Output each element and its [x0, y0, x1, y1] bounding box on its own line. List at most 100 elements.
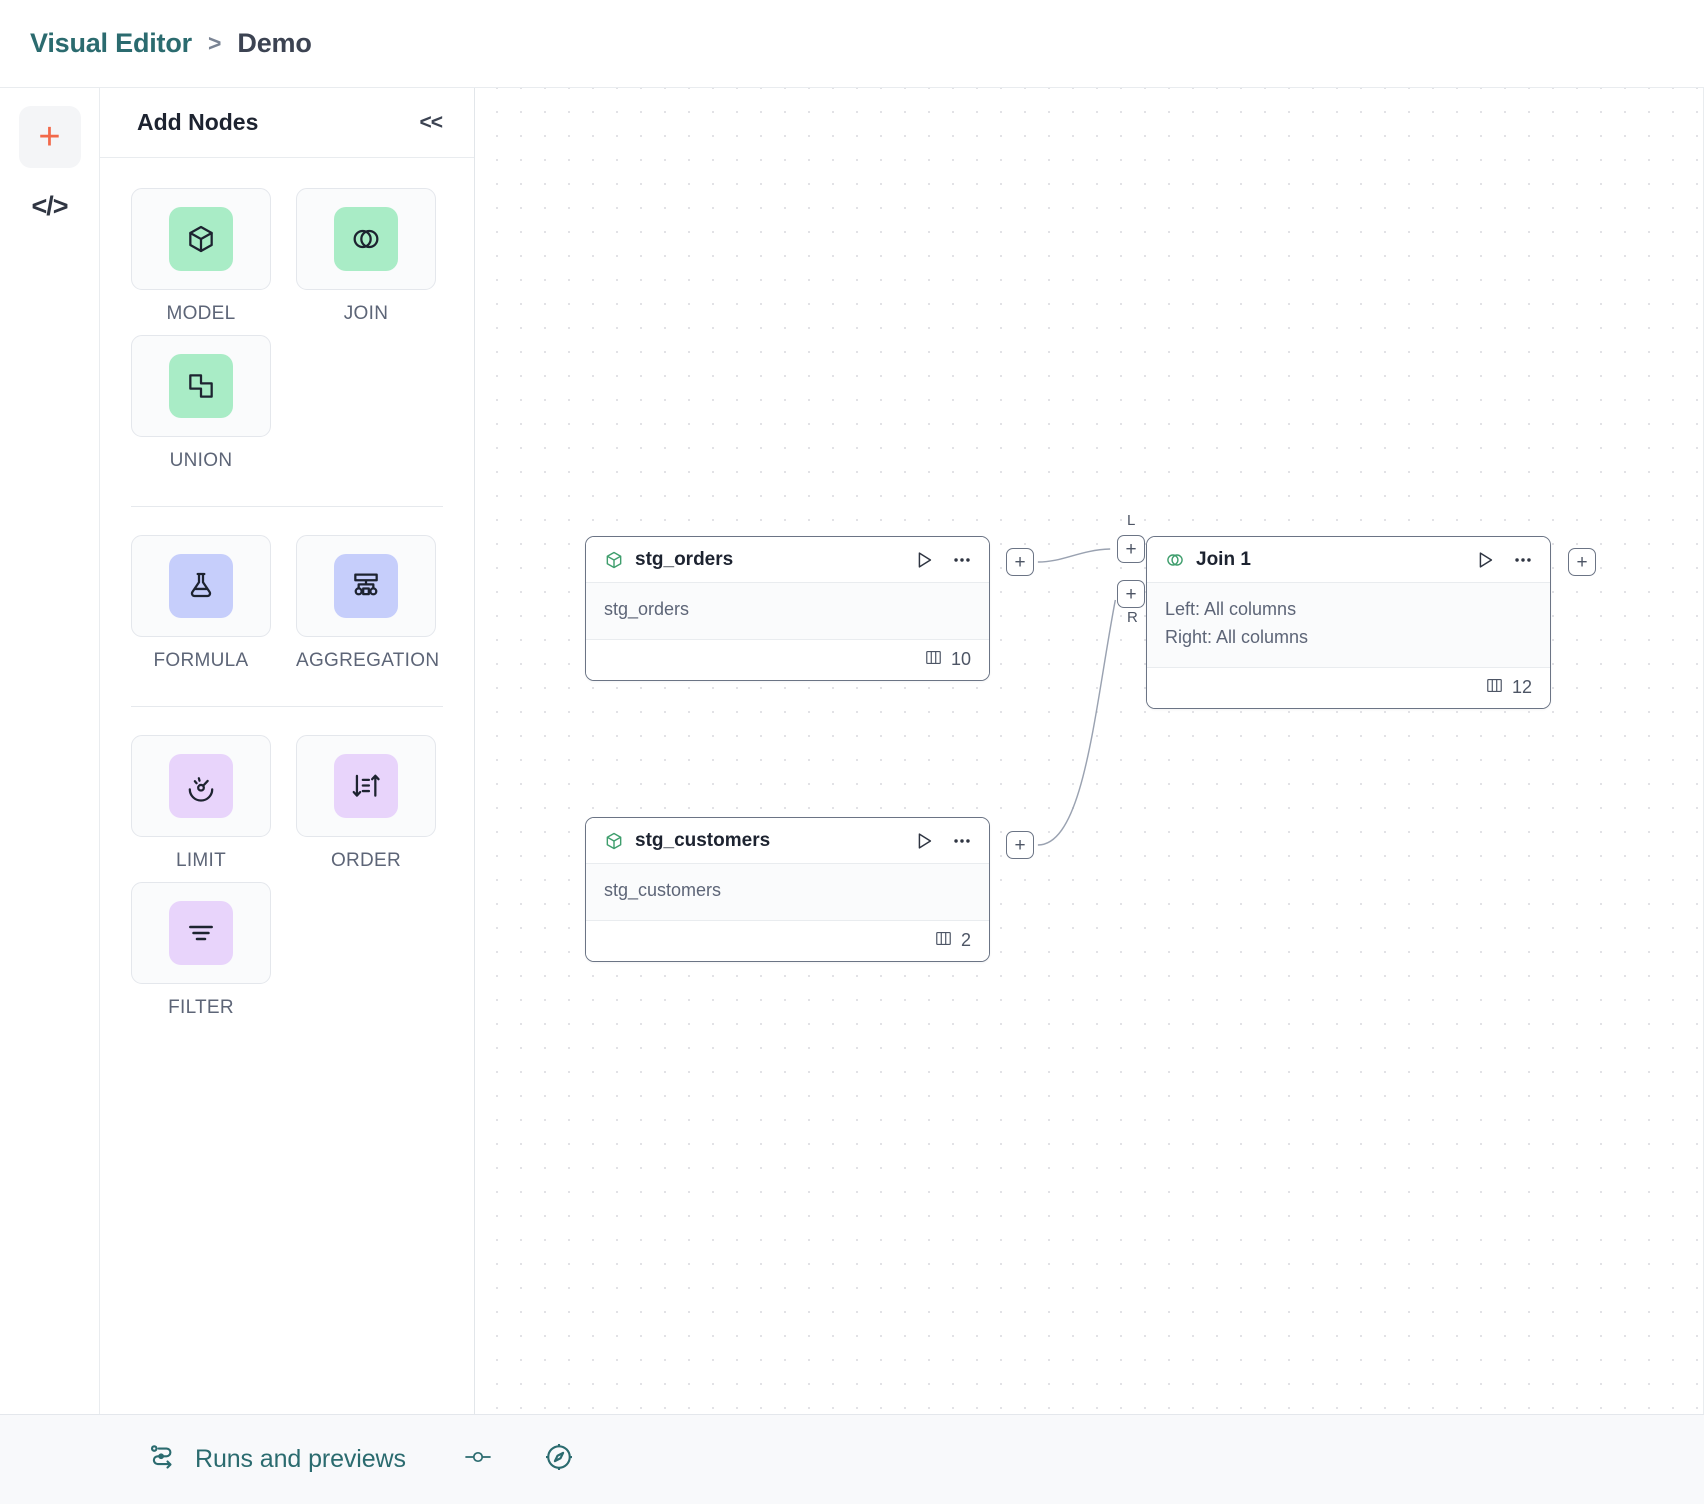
flow-canvas[interactable]: stg_orders stg_orders 10 [475, 88, 1704, 1414]
node-title: Join 1 [1196, 548, 1251, 570]
columns-icon [924, 648, 943, 672]
join-node-tile-button[interactable] [296, 188, 436, 290]
union-shapes-icon [169, 354, 233, 418]
app-header: Visual Editor > Demo [0, 0, 1704, 88]
play-icon[interactable] [1474, 549, 1496, 571]
collapse-panel-button[interactable]: << [419, 110, 443, 134]
aggregation-tree-icon [334, 554, 398, 618]
breadcrumb-current-page: Demo [237, 28, 312, 58]
cube-icon [604, 550, 624, 570]
edge-customers-to-join-right [1037, 599, 1117, 846]
node-body-line: Right: All columns [1165, 626, 1309, 647]
funnel-lines-icon [169, 901, 233, 965]
union-node-tile-button[interactable] [131, 335, 271, 437]
node-body-line: stg_customers [604, 880, 722, 900]
node-tile-label: AGGREGATION [296, 650, 440, 671]
preview-toggle-button[interactable] [462, 1444, 494, 1475]
panel-group-divider [131, 506, 443, 507]
node-tile-label: JOIN [343, 303, 389, 324]
filter-node-tile-button[interactable] [131, 882, 271, 984]
port-join-output[interactable]: + [1568, 548, 1596, 576]
column-count: 10 [950, 649, 971, 670]
columns-icon [1485, 676, 1504, 700]
node-body: stg_orders [586, 583, 989, 640]
node-tile-join: JOIN [296, 188, 436, 325]
cube-icon [169, 207, 233, 271]
node-tile-label: LIMIT [175, 850, 227, 871]
formula-node-tile-button[interactable] [131, 535, 271, 637]
app-body: + </> Add Nodes << [0, 88, 1704, 1414]
flask-icon [169, 554, 233, 618]
node-header: stg_customers [586, 818, 989, 864]
order-node-tile-button[interactable] [296, 735, 436, 837]
node-tile-label: FORMULA [153, 650, 249, 671]
sort-arrows-icon [334, 754, 398, 818]
node-tile-order: ORDER [296, 735, 436, 872]
port-label-left: L [1127, 512, 1136, 529]
node-tile-formula: FORMULA [131, 535, 271, 672]
left-icon-rail: + </> [0, 88, 100, 1414]
code-icon: </> [31, 190, 68, 221]
node-tile-model: MODEL [131, 188, 271, 325]
canvas-navigator-button[interactable] [544, 1442, 574, 1477]
node-header: stg_orders [586, 537, 989, 583]
add-nodes-panel: Add Nodes << [100, 88, 475, 1414]
bottom-toolbar: Runs and previews [0, 1414, 1704, 1504]
runs-and-previews-label: Runs and previews [195, 1445, 406, 1473]
add-nodes-panel-header: Add Nodes << [100, 88, 474, 158]
node-title: stg_orders [635, 548, 734, 570]
column-count: 2 [960, 930, 971, 951]
node-title: stg_customers [635, 829, 771, 851]
slider-toggle-icon [462, 1444, 494, 1475]
edge-layer [1037, 548, 1117, 846]
node-body-line: Left: All columns [1165, 599, 1297, 619]
model-node-tile-button[interactable] [131, 188, 271, 290]
breadcrumb-root-link[interactable]: Visual Editor [30, 28, 192, 58]
panel-group-divider [131, 706, 443, 707]
node-join-1[interactable]: Join 1 Left: All columns Right: All colu… [1146, 536, 1551, 709]
compass-icon [544, 1442, 574, 1477]
add-node-rail-button[interactable]: + [18, 106, 81, 168]
add-nodes-panel-body: MODEL JOIN [100, 158, 474, 1414]
edge-orders-to-join-left [1037, 548, 1111, 563]
node-footer: 12 [1147, 667, 1550, 708]
node-group-filters: LIMIT ORDER [100, 735, 474, 1029]
port-label-right: R [1127, 609, 1138, 626]
ellipsis-icon[interactable] [951, 830, 973, 852]
node-tile-label: MODEL [166, 303, 236, 324]
node-footer: 10 [586, 639, 989, 680]
node-stg-customers[interactable]: stg_customers stg_customers 2 [585, 817, 990, 962]
node-body: Left: All columns Right: All columns [1147, 583, 1550, 668]
panel-title: Add Nodes [137, 109, 259, 135]
node-stg-orders[interactable]: stg_orders stg_orders 10 [585, 536, 990, 681]
node-footer: 2 [586, 920, 989, 961]
port-join-input-right[interactable]: + [1117, 580, 1145, 608]
code-view-rail-button[interactable]: </> [19, 168, 81, 230]
ellipsis-icon[interactable] [951, 549, 973, 571]
pipeline-icon [148, 1442, 178, 1477]
breadcrumb-separator: > [207, 30, 222, 56]
node-body: stg_customers [586, 864, 989, 921]
venn-circles-icon [1165, 550, 1185, 570]
play-icon[interactable] [913, 549, 935, 571]
cube-icon [604, 831, 624, 851]
node-body-line: stg_orders [604, 599, 690, 619]
venn-circles-icon [334, 207, 398, 271]
node-header: Join 1 [1147, 537, 1550, 583]
node-tile-label: ORDER [330, 850, 402, 871]
column-count: 12 [1511, 677, 1532, 698]
ellipsis-icon[interactable] [1512, 549, 1534, 571]
port-customers-output[interactable]: + [1006, 831, 1034, 859]
port-join-input-left[interactable]: + [1117, 535, 1145, 563]
runs-and-previews-button[interactable]: Runs and previews [148, 1442, 406, 1477]
gauge-icon [169, 754, 233, 818]
node-tile-filter: FILTER [131, 882, 271, 1019]
breadcrumb: Visual Editor > Demo [30, 28, 312, 59]
aggregation-node-tile-button[interactable] [296, 535, 436, 637]
node-tile-aggregation: AGGREGATION [296, 535, 440, 672]
play-icon[interactable] [913, 830, 935, 852]
limit-node-tile-button[interactable] [131, 735, 271, 837]
node-tile-label: UNION [169, 450, 233, 471]
port-orders-output[interactable]: + [1006, 548, 1034, 576]
node-group-sources: MODEL JOIN [100, 188, 474, 482]
